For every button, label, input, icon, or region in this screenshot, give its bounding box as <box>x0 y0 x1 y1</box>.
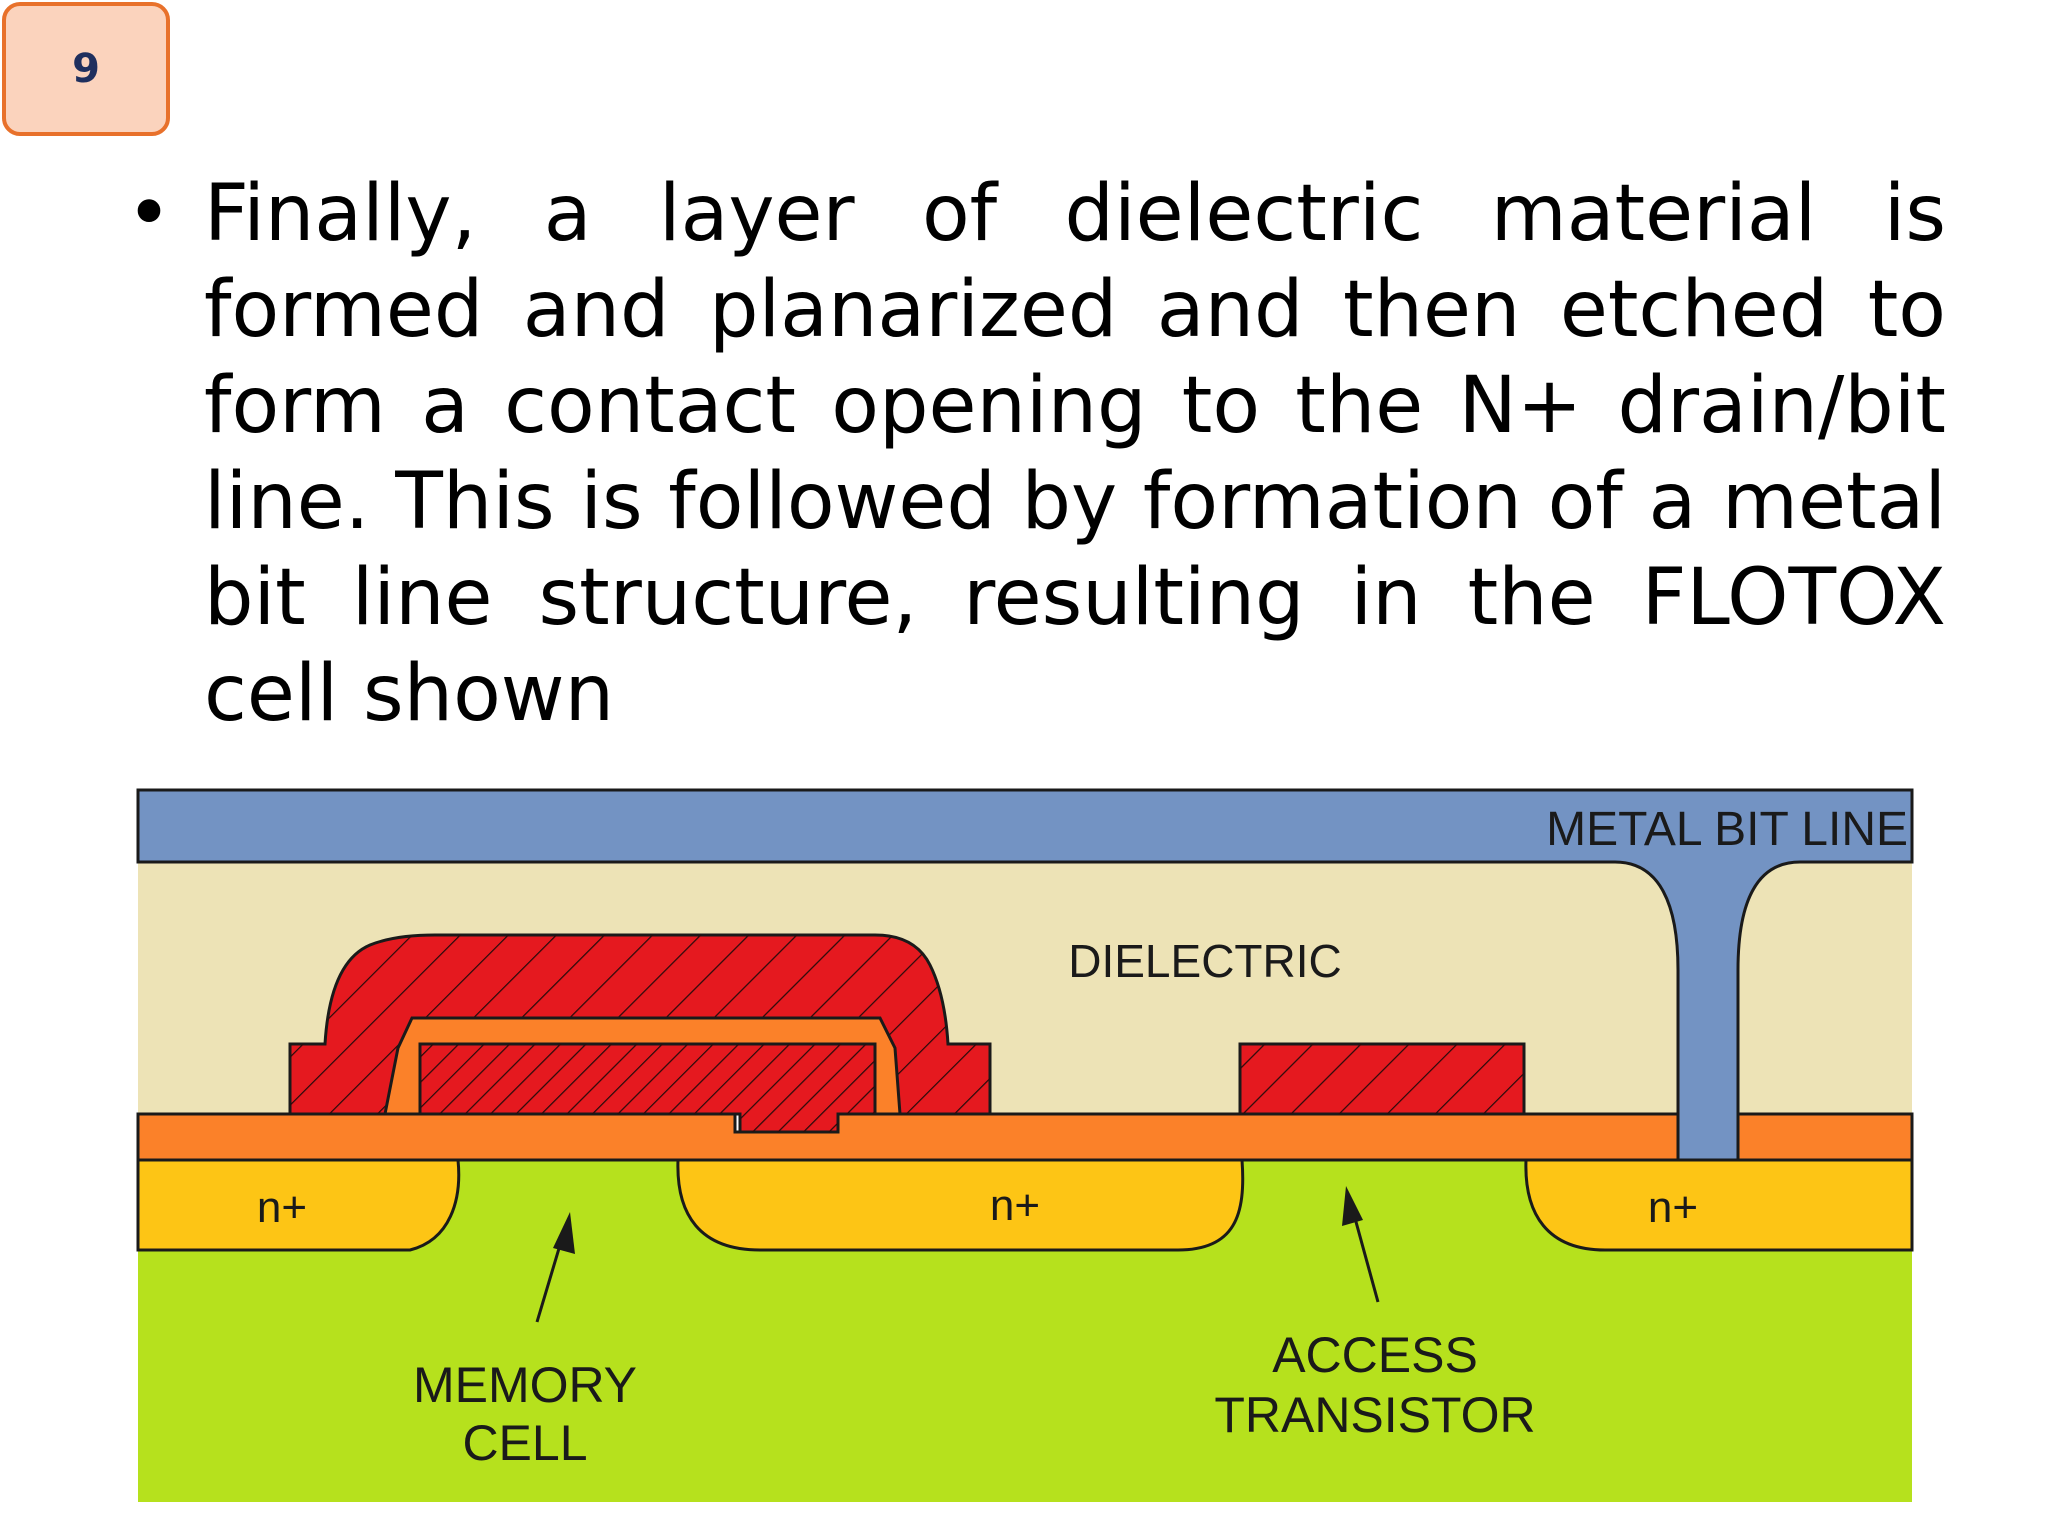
bullet-marker: • <box>126 169 173 259</box>
memory-cell-arrow <box>535 1212 575 1323</box>
access-gate-hatching <box>1240 1044 1524 1114</box>
access-transistor-arrow <box>1342 1186 1380 1303</box>
bullet-paragraph: • Finally, a layer of dielectric materia… <box>116 166 1946 742</box>
memory-cell-label-line2: CELL <box>462 1415 587 1471</box>
n-plus-label-source: n+ <box>257 1183 307 1232</box>
memory-cell-label-line1: MEMORY <box>413 1357 637 1413</box>
n-plus-drain-region <box>1524 1158 1914 1252</box>
access-transistor-label-line2: TRANSISTOR <box>1214 1387 1535 1443</box>
bullet-text: Finally, a layer of dielectric material … <box>204 169 1946 739</box>
floating-gate-hatching <box>420 1044 875 1132</box>
metal-bit-line-label: METAL BIT LINE <box>1546 803 1908 856</box>
access-transistor-label-line1: ACCESS <box>1272 1327 1478 1383</box>
metal-bit-line <box>136 788 1914 1162</box>
slide-number: 9 <box>2 2 170 136</box>
n-plus-middle-region <box>676 1158 1245 1252</box>
n-plus-source-region <box>136 1158 461 1252</box>
gate-oxide-layer <box>136 1112 1914 1162</box>
n-plus-label-drain: n+ <box>1648 1183 1698 1232</box>
dielectric-label: DIELECTRIC <box>1068 935 1341 987</box>
n-plus-label-middle: n+ <box>990 1181 1040 1230</box>
